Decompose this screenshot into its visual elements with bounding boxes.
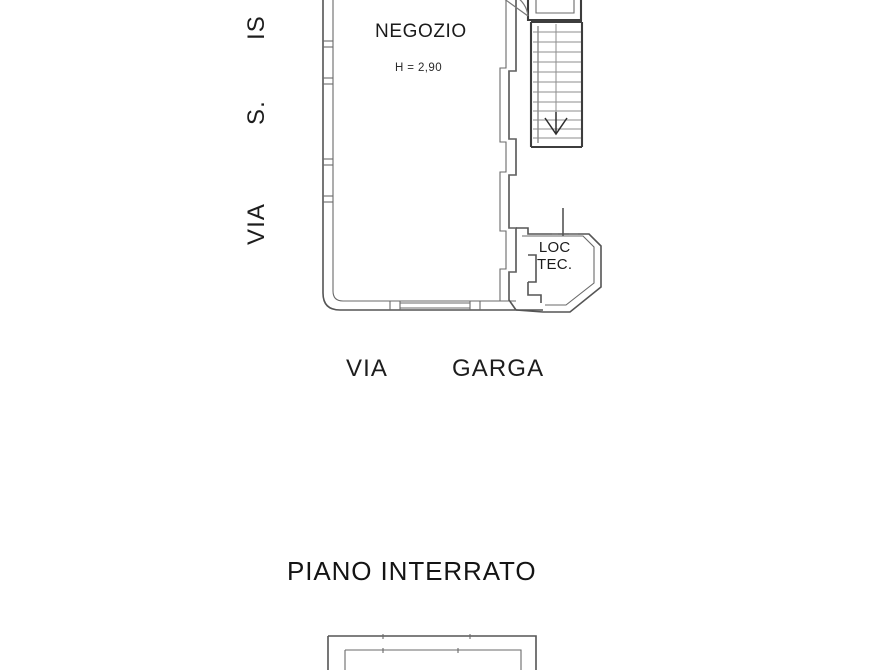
stair-enclosure — [526, 0, 584, 149]
street-label-garga: GARGA — [452, 355, 545, 382]
negozio-right-wall — [499, 0, 517, 311]
floor-title-piano-interrato: PIANO INTERRATO — [287, 556, 537, 586]
ceiling-height-label: H = 2,90 — [395, 62, 442, 74]
street-label-is: IS — [243, 15, 270, 40]
stair-down-arrow-icon — [544, 112, 568, 136]
street-label-via: VIA — [346, 355, 388, 382]
piano-interrato-outline — [327, 634, 537, 670]
room-label-loc-tec: LOC TEC. — [537, 239, 573, 274]
shopfront-openings — [389, 301, 481, 310]
stair-treads — [533, 24, 581, 139]
loc-tec-line-1: LOC — [538, 239, 571, 256]
street-label-via-vertical: VIA — [243, 203, 270, 245]
loc-tec-vent-opening — [552, 208, 578, 236]
room-label-negozio: NEGOZIO — [375, 21, 467, 42]
loc-tec-line-2: TEC. — [537, 255, 573, 273]
loc-tec-room-outline — [515, 227, 602, 313]
street-label-s: S. — [243, 100, 270, 125]
negozio-outer-wall — [322, 0, 543, 311]
left-wall-openings — [323, 40, 333, 203]
door-swing-icon — [504, 0, 529, 17]
